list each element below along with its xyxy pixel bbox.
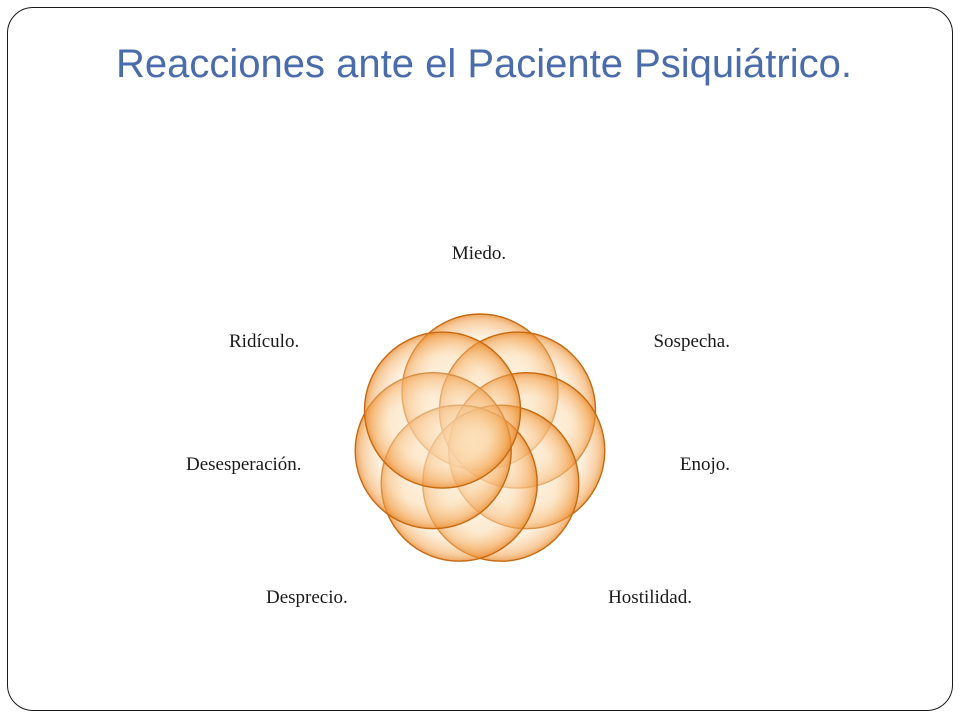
label-hostilidad: Hostilidad. xyxy=(608,587,692,608)
label-miedo: Miedo. xyxy=(452,243,506,264)
overlapping-circles xyxy=(354,313,606,562)
label-desesperacion: Desesperación. xyxy=(186,454,302,475)
label-enojo: Enojo. xyxy=(680,454,730,475)
slide-title: Reacciones ante el Paciente Psiquiátrico… xyxy=(116,42,852,86)
label-ridiculo: Ridículo. xyxy=(229,331,299,352)
label-sospecha: Sospecha. xyxy=(653,331,730,352)
label-desprecio: Desprecio. xyxy=(266,587,348,608)
circle-ridículo xyxy=(363,331,522,489)
